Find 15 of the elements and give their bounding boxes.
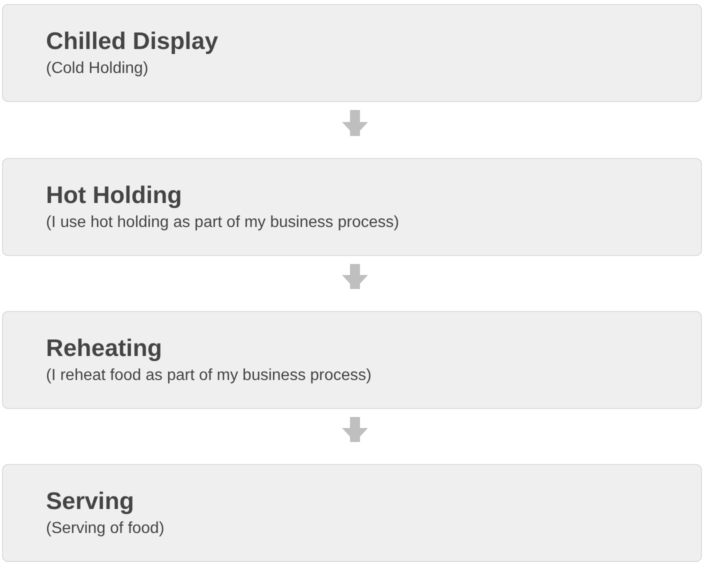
step-title: Chilled Display: [46, 27, 218, 57]
process-box: [2, 158, 702, 256]
step-title: Reheating: [46, 334, 162, 364]
step-title: Serving: [46, 487, 134, 517]
step-description: (I use hot holding as part of my business process): [46, 213, 400, 233]
step-description: (Serving of food): [46, 519, 164, 539]
arrow: [342, 264, 368, 289]
process-box: [2, 311, 702, 409]
step-description: (I reheat food as part of my business process): [46, 366, 372, 386]
process-box: [2, 4, 702, 102]
step-title: Hot Holding: [46, 181, 182, 211]
step-description: (Cold Holding): [46, 59, 148, 79]
arrow: [342, 110, 368, 136]
process-box: [2, 464, 702, 562]
arrow: [342, 417, 368, 442]
